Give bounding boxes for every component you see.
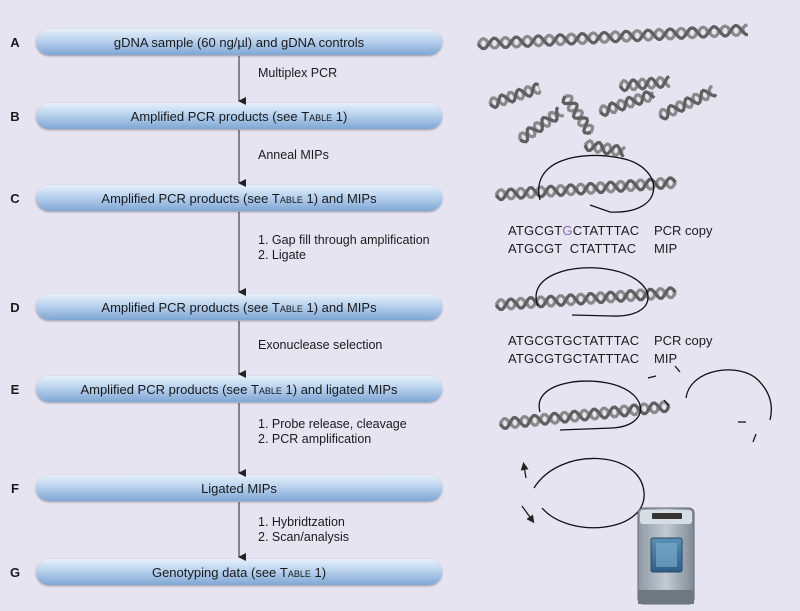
step-label-f: Ligated MIPs (201, 480, 277, 496)
transition-label-bc: Anneal MIPs (258, 148, 329, 162)
step-box-d: Amplified PCR products (see Table 1) and… (36, 294, 442, 320)
step-label-a: gDNA sample (60 ng/µl) and gDNA controls (113, 34, 365, 50)
amplification-arrow-up (520, 462, 529, 479)
step-box-a: gDNA sample (60 ng/µl) and gDNA controls (36, 29, 442, 55)
circular-probe-icon (538, 154, 655, 213)
dna-helix-icon (583, 138, 627, 158)
step-letter-g: G (9, 565, 21, 580)
tag-mip-c: MIP (654, 241, 678, 256)
step-box-e: Amplified PCR products (see Table 1) and… (36, 376, 442, 402)
step-box-b: Amplified PCR products (see Table 1) (36, 103, 442, 129)
dna-helix-icon (518, 106, 565, 144)
transition-label-de: Exonuclease selection (258, 338, 383, 352)
step-label-d: Amplified PCR products (see Table 1) and… (101, 299, 377, 315)
step-letter-e: E (10, 382, 20, 397)
dna-helix-icon (598, 90, 656, 118)
dna-helix-icon (476, 23, 749, 51)
dna-helix-icon (476, 23, 749, 430)
dna-helix-icon (561, 94, 595, 135)
step-letter-f: F (11, 481, 19, 496)
step-label-e: Amplified PCR products (see Table 1) and… (80, 381, 398, 397)
tag-pcr-copy-c: PCR copy (654, 223, 713, 238)
step-letter-b: B (10, 109, 20, 124)
transition-label-cd: 1. Gap fill through amplification 2. Lig… (258, 233, 430, 262)
step-box-f: Ligated MIPs (36, 475, 442, 501)
tag-pcr-copy-d: PCR copy (654, 333, 713, 348)
probe-fragments (647, 365, 757, 443)
step-label-g: Genotyping data (see Table 1) (151, 564, 327, 580)
sequence-mip-d: ATGCGTGCTATTTAC (508, 351, 640, 366)
sequence-mip-c: ATGCGT CTATTTAC (508, 241, 637, 256)
dna-helix-icon (498, 400, 671, 430)
transition-label-ef: 1. Probe release, cleavage 2. PCR amplif… (258, 417, 407, 446)
circular-probe-icon (535, 267, 649, 317)
sequence-pcr-copy-d: ATGCGTGCTATTTAC (508, 333, 640, 348)
transition-label-ab: Multiplex PCR (258, 66, 338, 80)
dna-helix-icon (658, 85, 718, 121)
amplification-arrow-down (521, 505, 535, 524)
dna-helix-icon (494, 286, 677, 312)
step-box-g: Genotyping data (see Table 1) (36, 559, 442, 585)
step-label-c: Amplified PCR products (see Table 1) and… (101, 190, 377, 206)
circular-probe-icon (685, 369, 772, 421)
dna-helix-icon (494, 176, 677, 202)
dna-helix-icon (488, 82, 542, 110)
step-letter-a: A (10, 35, 20, 50)
step-letter-d: D (10, 300, 20, 315)
transition-label-fg: 1. Hybridtzation 2. Scan/analysis (258, 515, 350, 544)
genechip-scanner-icon (637, 507, 695, 605)
step-box-c: Amplified PCR products (see Table 1) and… (36, 185, 442, 211)
step-letter-c: C (10, 191, 20, 206)
circular-probe-icon (533, 457, 645, 529)
dna-helix-icon (618, 75, 671, 93)
circular-probe-icon (538, 380, 641, 431)
sequence-pcr-copy-c: ATGCGTGCTATTTAC (508, 223, 640, 238)
step-label-b: Amplified PCR products (see Table 1) (130, 108, 348, 124)
tag-mip-d: MIP (654, 351, 678, 366)
